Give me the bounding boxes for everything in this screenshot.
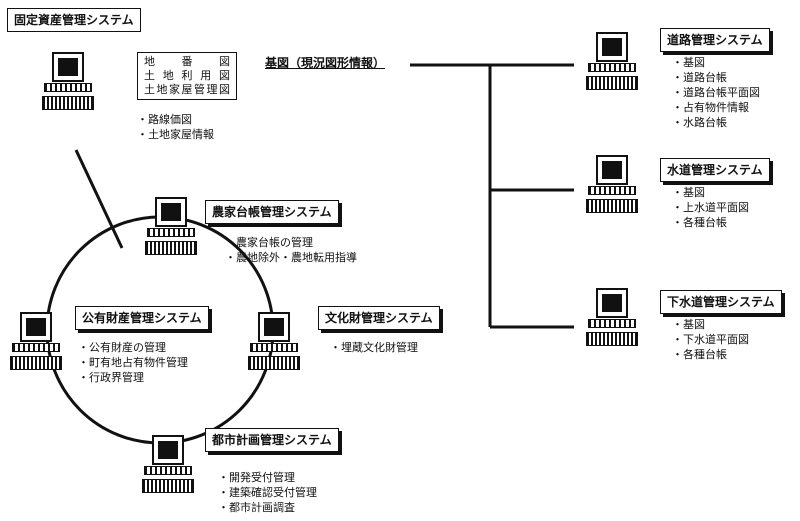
- list-item: 各種台帳: [672, 347, 749, 362]
- list-item: 開発受付管理: [218, 470, 317, 485]
- sewer-system-title: 下水道管理システム: [660, 290, 782, 314]
- map-item: 地 番 図: [144, 55, 230, 68]
- road-items: 基図 道路台帳 道路台帳平面図 占有物件情報 水路台帳: [672, 55, 760, 130]
- list-item: 都市計画調査: [218, 500, 317, 515]
- sewer-items: 基図 下水道平面図 各種台帳: [672, 317, 749, 362]
- road-computer-icon: [586, 32, 638, 94]
- urban-system-title: 都市計画管理システム: [205, 428, 339, 452]
- urban-computer-icon: [142, 435, 194, 497]
- list-item: 埋蔵文化財管理: [330, 340, 418, 355]
- list-item: 建築確認受付管理: [218, 485, 317, 500]
- farm-system-title: 農家台帳管理システム: [205, 200, 339, 224]
- list-item: 基図: [672, 185, 749, 200]
- list-item: 農家台帳の管理: [225, 235, 357, 250]
- farm-computer-icon: [145, 197, 197, 259]
- list-item: 道路台帳平面図: [672, 85, 760, 100]
- farm-items: 農家台帳の管理 農地除外・農地転用指導: [225, 235, 357, 265]
- fixed-asset-computer-icon: [42, 52, 94, 114]
- base-map-label: 基図（現況図形情報）: [265, 56, 386, 70]
- culture-system-title: 文化財管理システム: [318, 306, 440, 330]
- water-system-title: 水道管理システム: [660, 158, 770, 182]
- sewer-computer-icon: [586, 288, 638, 350]
- map-item: 土地利用図: [144, 69, 230, 82]
- list-item: 下水道平面図: [672, 332, 749, 347]
- urban-items: 開発受付管理 建築確認受付管理 都市計画調査: [218, 470, 317, 515]
- list-item: 基図: [672, 317, 749, 332]
- list-item: 行政界管理: [78, 370, 188, 385]
- culture-computer-icon: [248, 312, 300, 374]
- fixed-asset-link-line: [74, 149, 124, 249]
- list-item: 各種台帳: [672, 215, 749, 230]
- water-items: 基図 上水道平面図 各種台帳: [672, 185, 749, 230]
- public-property-title: 公有財産管理システム: [75, 306, 209, 330]
- fixed-asset-map-list: 地 番 図 土地利用図 土地家屋管理図: [137, 52, 237, 100]
- list-item: 上水道平面図: [672, 200, 749, 215]
- list-item: 町有地占有物件管理: [78, 355, 188, 370]
- list-item: 基図: [672, 55, 760, 70]
- list-item: 路線価図: [137, 112, 214, 127]
- water-computer-icon: [586, 155, 638, 217]
- public-property-computer-icon: [10, 312, 62, 374]
- map-item: 土地家屋管理図: [144, 83, 230, 96]
- road-system-title: 道路管理システム: [660, 28, 770, 52]
- list-item: 土地家屋情報: [137, 127, 214, 142]
- fixed-asset-items: 路線価図 土地家屋情報: [137, 112, 214, 142]
- list-item: 道路台帳: [672, 70, 760, 85]
- list-item: 公有財産の管理: [78, 340, 188, 355]
- list-item: 農地除外・農地転用指導: [225, 250, 357, 265]
- public-property-items: 公有財産の管理 町有地占有物件管理 行政界管理: [78, 340, 188, 385]
- list-item: 水路台帳: [672, 115, 760, 130]
- culture-items: 埋蔵文化財管理: [330, 340, 418, 355]
- fixed-asset-title: 固定資産管理システム: [7, 8, 141, 32]
- list-item: 占有物件情報: [672, 100, 760, 115]
